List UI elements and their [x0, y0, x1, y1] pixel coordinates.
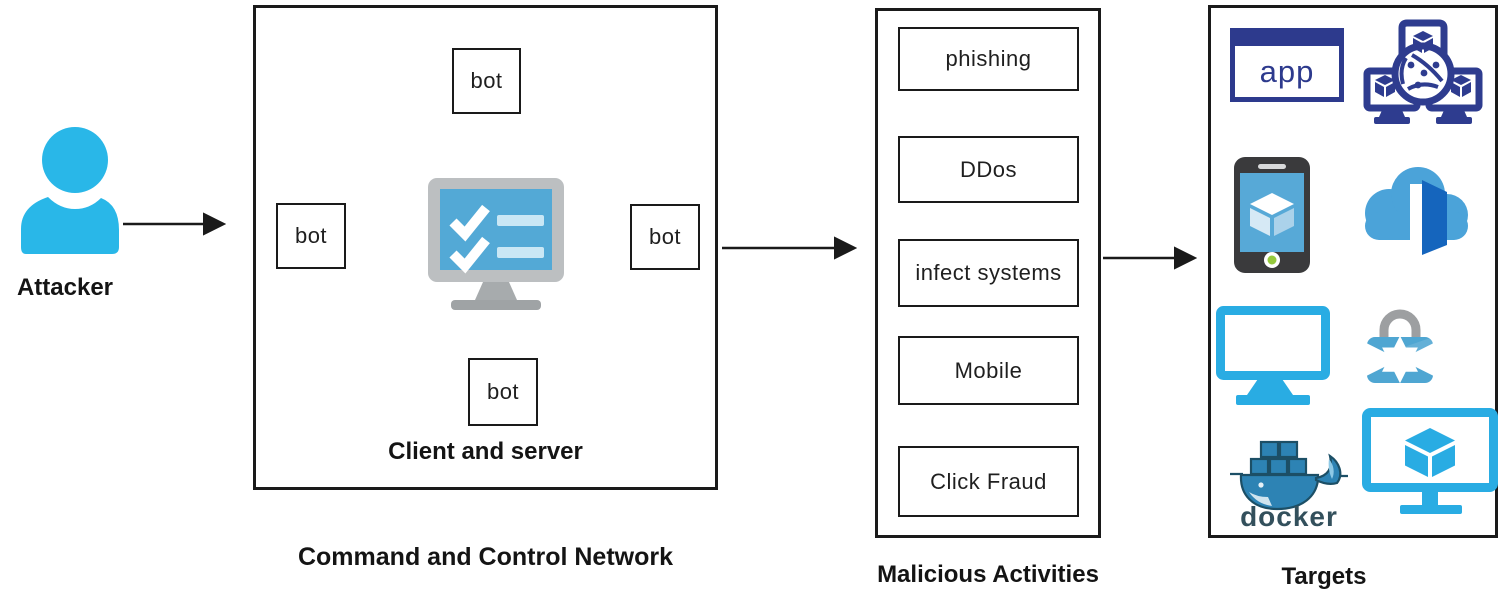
malicious-item-label: infect systems	[915, 260, 1062, 285]
server-monitor-icon	[428, 178, 564, 310]
malicious-box: phishing DDos infect systems Mobile Clic…	[875, 8, 1101, 538]
open-door	[1422, 180, 1447, 255]
door-frame-gap	[1410, 184, 1422, 242]
docker-whale-icon: docker	[1230, 440, 1348, 530]
bot-label: bot	[294, 223, 328, 248]
bot-box-top: bot	[452, 48, 521, 114]
malicious-item-click-fraud: Click Fraud	[898, 446, 1079, 517]
bot-label: bot	[486, 379, 520, 404]
malicious-item-infect-systems: infect systems	[898, 239, 1079, 307]
attacker-person-icon	[21, 127, 119, 254]
app-label: app	[1259, 53, 1315, 89]
malicious-item-label: phishing	[945, 46, 1032, 71]
cnc-label: Command and Control Network	[297, 543, 673, 571]
monitor-cube-icon	[1362, 408, 1498, 514]
targets-label: Targets	[1281, 563, 1367, 590]
bot-label: bot	[470, 68, 503, 93]
padlock-arrows-icon	[1363, 309, 1437, 384]
bot-box-bottom: bot	[468, 358, 538, 426]
mobile-phone-icon	[1234, 157, 1310, 273]
virtual-network-icon	[1363, 19, 1483, 124]
targets-box: app	[1208, 5, 1498, 538]
malicious-item-label: Click Fraud	[930, 468, 1047, 494]
malicious-item-label: DDos	[959, 156, 1017, 182]
malicious-item-mobile: Mobile	[898, 336, 1079, 405]
cube-glyph	[1375, 31, 1471, 97]
bot-box-left: bot	[276, 203, 346, 269]
cloud-door-icon	[1365, 167, 1468, 255]
malicious-label: Malicious Activities	[877, 561, 1099, 588]
malicious-item-ddos: DDos	[898, 136, 1079, 203]
docker-wordmark: docker	[1240, 501, 1338, 530]
bot-label: bot	[648, 224, 682, 249]
bot-box-right: bot	[630, 204, 700, 270]
malicious-item-phishing: phishing	[898, 27, 1079, 91]
app-window-titlebar	[1235, 33, 1339, 46]
attacker-label: Attacker	[16, 274, 114, 301]
cnc-box: bot bot bot bot Client and server	[253, 5, 718, 490]
monitor-icon	[1216, 306, 1330, 405]
app-window-icon: app	[1230, 28, 1344, 102]
malicious-item-label: Mobile	[954, 357, 1023, 383]
client-server-label: Client and server	[388, 438, 583, 465]
